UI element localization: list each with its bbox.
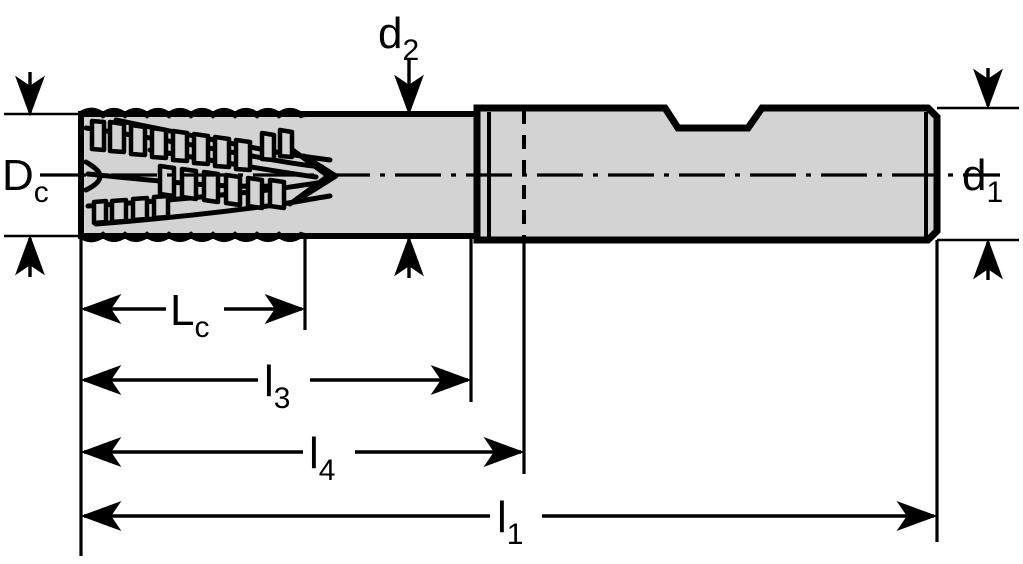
dimension-lc: Lc xyxy=(80,286,306,344)
dimension-d2: d2 xyxy=(378,9,424,278)
dimension-label-l1: l1 xyxy=(497,493,523,551)
serrated-outer-profile xyxy=(78,107,308,243)
dimension-l1: l1 xyxy=(80,493,938,551)
dimension-label-d2: d2 xyxy=(378,9,419,67)
dimension-l3: l3 xyxy=(80,357,472,415)
dimension-label-dc: Dc xyxy=(2,151,49,209)
dimension-label-d1: d1 xyxy=(962,151,1003,209)
tool-body-group xyxy=(78,104,941,244)
dimension-d1: d1 xyxy=(962,68,1003,280)
serration-teeth-lower xyxy=(91,193,171,226)
dimension-l4: l4 xyxy=(80,429,525,487)
serration-teeth-upper xyxy=(89,118,295,173)
dimension-label-lc: Lc xyxy=(170,286,209,344)
dimension-label-l4: l4 xyxy=(309,429,335,487)
dimension-dc: Dc xyxy=(2,72,49,277)
dimension-label-l3: l3 xyxy=(264,357,290,415)
